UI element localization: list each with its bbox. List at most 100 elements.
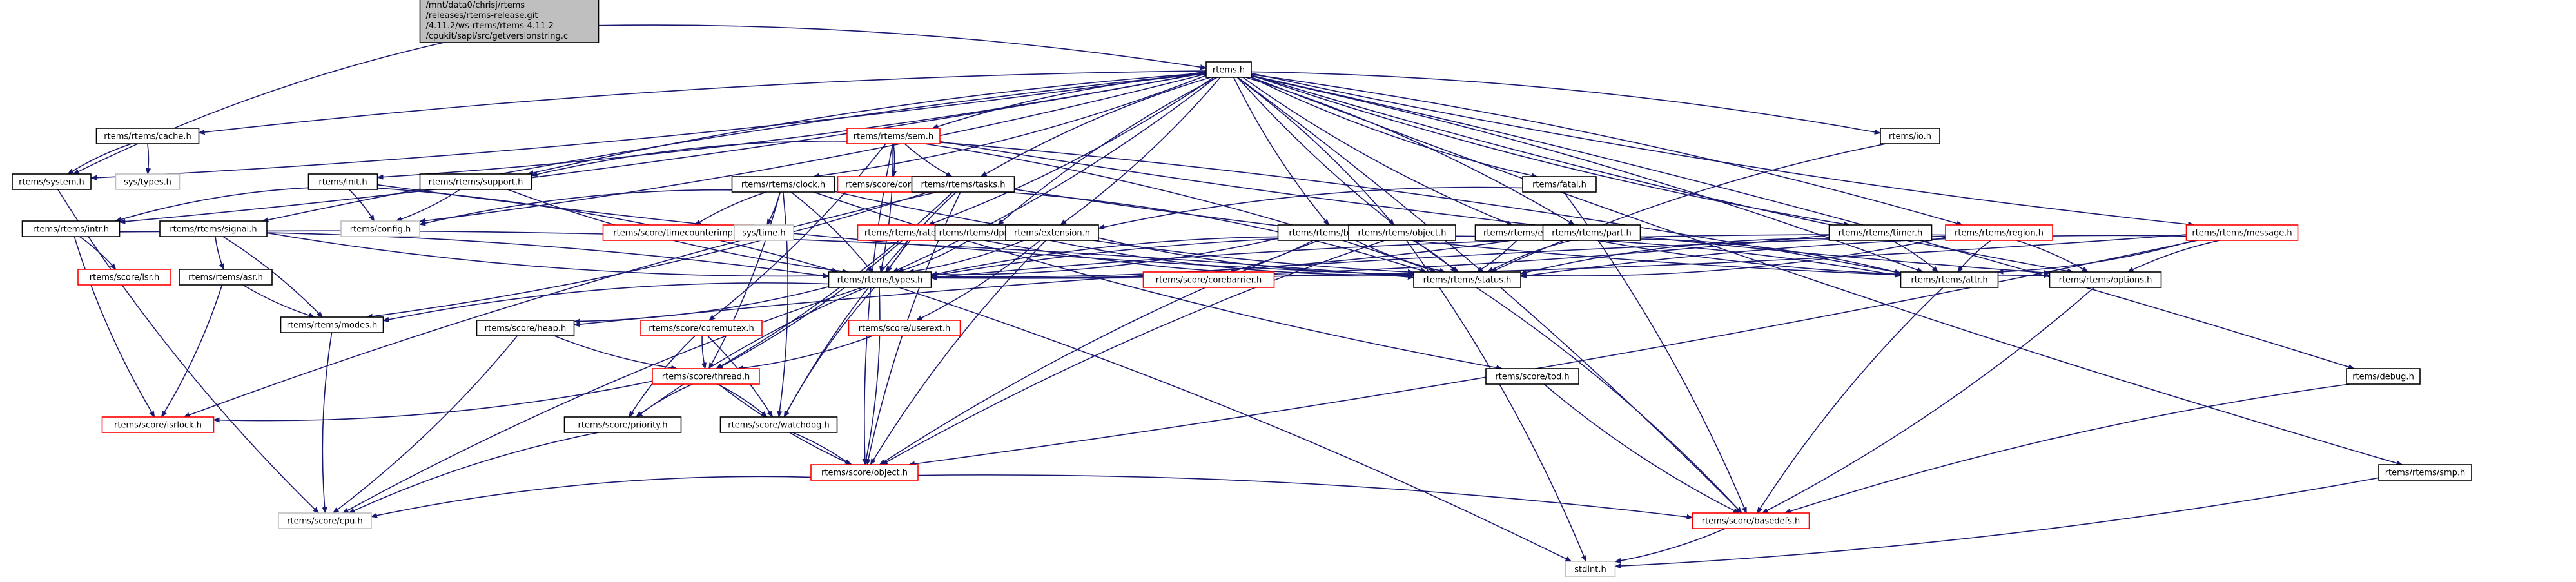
node-label: rtems/score/watchdog.h — [728, 421, 829, 431]
edge-rtems_h-to-support_h — [528, 72, 1207, 174]
node-box — [1565, 561, 1616, 577]
edge-message_h-to-status_h — [1521, 235, 2187, 276]
node-cache-h[interactable]: rtems/rtems/cache.h — [95, 128, 200, 144]
node-smp-h[interactable]: rtems/rtems/smp.h — [2378, 464, 2472, 481]
edge-priority_h-to-cpu_h — [349, 432, 599, 514]
node-tasks-h[interactable]: rtems/rtems/tasks.h — [911, 176, 1015, 193]
node-label: rtems/rtems/status.h — [1423, 276, 1512, 286]
edge-rtems_h-to-debug_h — [1251, 75, 2354, 369]
node-box — [2049, 271, 2162, 288]
node-extension-h[interactable]: rtems/extension.h — [1005, 224, 1099, 241]
edge-smp_h-to-stdint_h — [1615, 477, 2379, 566]
node-signal-h[interactable]: rtems/rtems/signal.h — [159, 220, 268, 237]
node-root[interactable]: /mnt/data0/chrisj/rtems/releases/rtems-r… — [419, 0, 600, 43]
node-label: rtems/rtems/attr.h — [1911, 276, 1987, 286]
node-rtems-h[interactable]: rtems.h — [1205, 61, 1252, 78]
node-box — [652, 368, 760, 385]
edge-rtems_h-to-signal_h — [263, 72, 1207, 222]
node-asr-h[interactable]: rtems/rtems/asr.h — [179, 269, 273, 286]
node-region-h[interactable]: rtems/rtems/region.h — [1945, 224, 2053, 241]
node-label: rtems/score/thread.h — [662, 373, 750, 382]
node-label: rtems/rtems/modes.h — [287, 321, 378, 331]
edge-region_h-to-attr_h — [1958, 240, 1991, 272]
node-basedefs-h[interactable]: rtems/score/basedefs.h — [1692, 512, 1810, 529]
node-label: rtems/rtems/asr.h — [188, 273, 263, 283]
node-system-h[interactable]: rtems/system.h — [12, 173, 92, 190]
node-message-h[interactable]: rtems/rtems/message.h — [2185, 224, 2299, 241]
edge-asr_h-to-modes_h — [242, 284, 315, 317]
edge-dpmem_h-to-types_h — [897, 240, 970, 272]
edge-types_h-to-stdint_h — [899, 287, 1572, 562]
node-timer-h[interactable]: rtems/rtems/timer.h — [1828, 224, 1933, 241]
node-object-score-h[interactable]: rtems/score/object.h — [810, 464, 919, 481]
node-label: rtems/score/tod.h — [1495, 373, 1569, 382]
node-thread-h[interactable]: rtems/score/thread.h — [652, 368, 760, 385]
node-isrlock-h[interactable]: rtems/score/isrlock.h — [101, 416, 215, 433]
edge-rtems_h-to-ratemon_h — [928, 77, 1215, 226]
nodes-layer: /mnt/data0/chrisj/rtems/releases/rtems-r… — [12, 0, 2472, 577]
edge-ratemon_h-to-thread_h — [717, 240, 903, 369]
node-coremutex-h[interactable]: rtems/score/coremutex.h — [640, 320, 763, 336]
node-status-h[interactable]: rtems/rtems/status.h — [1413, 271, 1521, 288]
node-label: rtems/io.h — [1889, 132, 1931, 142]
edge-types_h-to-watchdog_h — [783, 287, 875, 417]
node-box — [12, 173, 92, 190]
edge-sem_h-to-options_h — [939, 141, 2050, 273]
node-init-h[interactable]: rtems/init.h — [307, 173, 378, 190]
node-support-h[interactable]: rtems/rtems/support.h — [419, 173, 532, 190]
edge-rtems_h-to-attr_h — [1251, 75, 1923, 273]
node-priority-h[interactable]: rtems/score/priority.h — [563, 416, 682, 433]
edge-status_h-to-basedefs_h — [1476, 287, 1742, 513]
node-label: rtems/score/object.h — [821, 469, 908, 478]
edge-support_h-to-config_h — [396, 189, 461, 221]
node-corebarrier-h[interactable]: rtems/score/corebarrier.h — [1142, 271, 1275, 288]
node-modes-h[interactable]: rtems/rtems/modes.h — [280, 316, 384, 333]
edges-layer — [57, 24, 2403, 566]
node-tod-h[interactable]: rtems/score/tod.h — [1485, 368, 1579, 385]
edge-sem_h-to-coremutex_h — [709, 143, 886, 320]
node-label: rtems/rtems/tasks.h — [921, 180, 1005, 190]
node-types-h[interactable]: rtems/rtems/types.h — [828, 271, 932, 288]
edge-sem_h-to-tasks_h — [904, 143, 951, 177]
edge-rtems_h-to-cache_h — [199, 70, 1207, 133]
edge-rtems_h-to-dpmem_h — [998, 77, 1218, 225]
node-intr-h[interactable]: rtems/rtems/intr.h — [21, 220, 121, 237]
edge-timer_h-to-attr_h — [1891, 240, 1938, 272]
node-io-h[interactable]: rtems/io.h — [1880, 128, 1940, 144]
node-clock-h[interactable]: rtems/rtems/clock.h — [731, 176, 835, 193]
node-label: rtems/score/coremutex.h — [649, 324, 754, 334]
node-sem-h[interactable]: rtems/rtems/sem.h — [846, 128, 941, 144]
node-label: rtems/rtems/region.h — [1955, 229, 2044, 238]
edge-ratemon_h-to-types_h — [886, 240, 909, 272]
node-debug-h[interactable]: rtems/debug.h — [2346, 368, 2421, 385]
node-timecounterimpl-h[interactable]: rtems/score/timecounterimpl.h — [602, 224, 754, 241]
node-isr-h[interactable]: rtems/score/isr.h — [77, 269, 171, 286]
node-box — [1945, 224, 2053, 241]
node-options-h[interactable]: rtems/rtems/options.h — [2049, 271, 2162, 288]
node-heap-h[interactable]: rtems/score/heap.h — [476, 320, 575, 336]
edge-object_score_h-to-cpu_h — [371, 476, 812, 516]
node-watchdog-h[interactable]: rtems/score/watchdog.h — [719, 416, 838, 433]
node-label: rtems/rtems/object.h — [1358, 229, 1447, 238]
node-fatal-h[interactable]: rtems/fatal.h — [1522, 176, 1597, 193]
node-label: /cpukit/sapi/src/getversionstring.c — [426, 32, 569, 41]
edge-heap_h-to-thread_h — [554, 335, 677, 369]
edge-rtems_h-to-region_h — [1251, 73, 1962, 225]
edge-signal_h-to-asr_h — [215, 236, 224, 269]
node-object-rtems-h[interactable]: rtems/rtems/object.h — [1348, 224, 1456, 241]
node-label: rtems/rtems/smp.h — [2385, 469, 2466, 478]
node-box — [602, 224, 754, 241]
node-userext-h[interactable]: rtems/score/userext.h — [848, 320, 961, 336]
node-attr-h[interactable]: rtems/rtems/attr.h — [1900, 271, 1999, 288]
node-box — [340, 220, 420, 237]
node-box — [846, 128, 941, 144]
node-box — [419, 173, 532, 190]
node-part-h[interactable]: rtems/rtems/part.h — [1542, 224, 1641, 241]
node-label: rtems/rtems/types.h — [837, 276, 923, 286]
edge-userext_h-to-thread_h — [737, 335, 873, 369]
node-box — [2346, 368, 2421, 385]
edge-region_h-to-heap_h — [574, 235, 1946, 325]
edge-object_score_h-to-basedefs_h — [917, 474, 1693, 518]
node-label: rtems/system.h — [19, 178, 84, 188]
edge-rtems_h-to-init_h — [378, 72, 1207, 177]
